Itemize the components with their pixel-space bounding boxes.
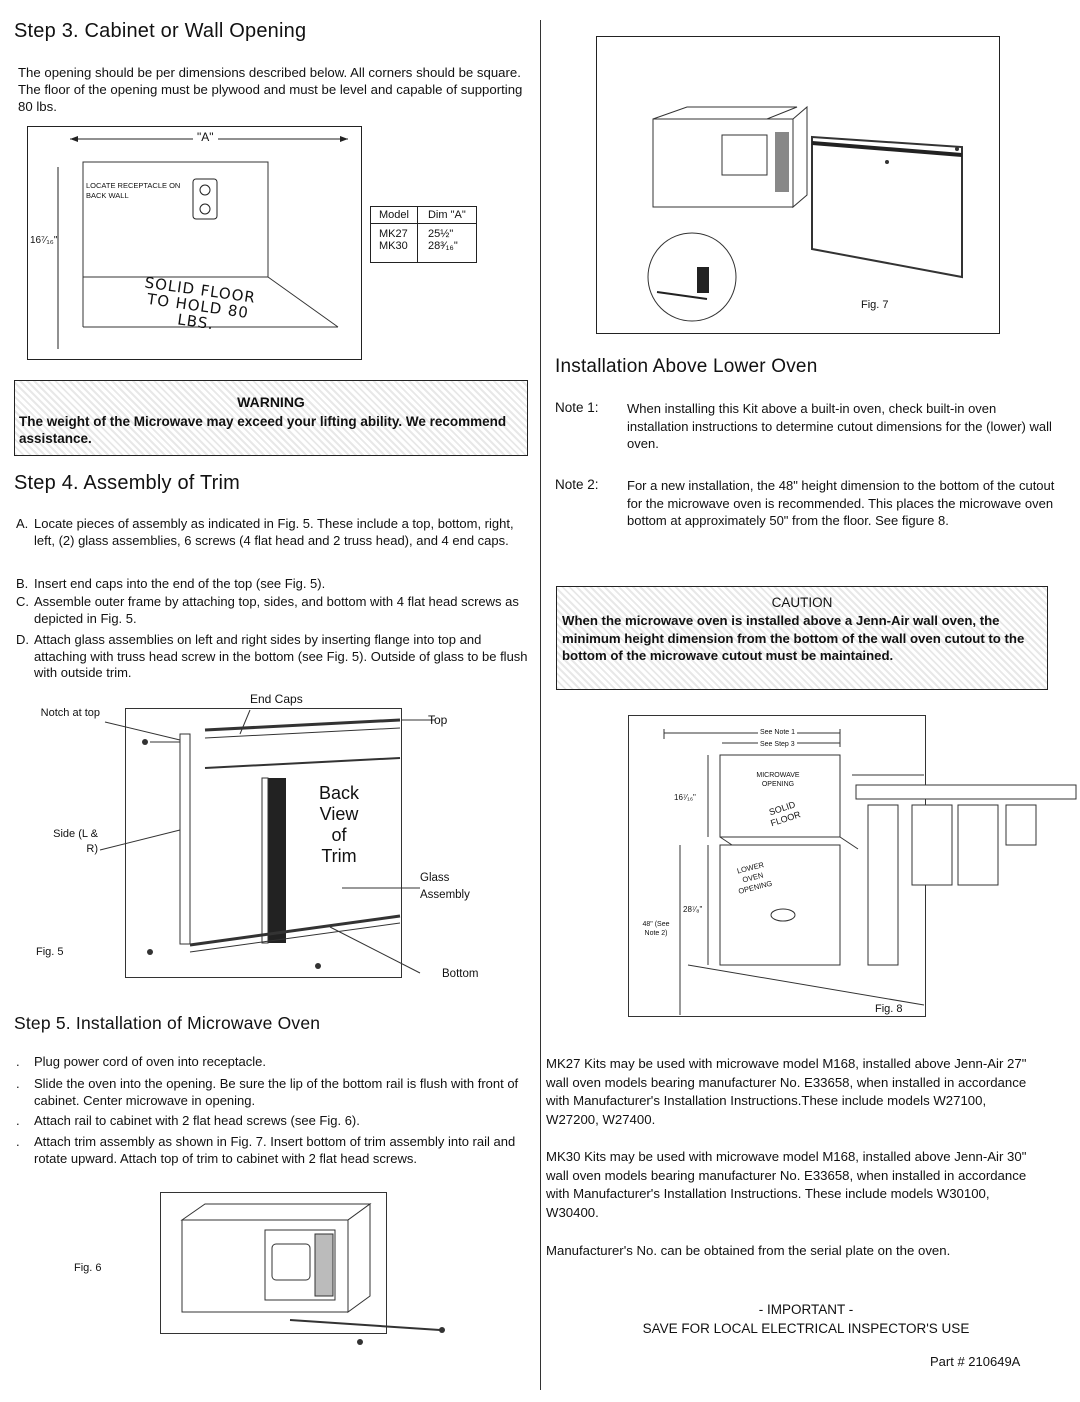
list-marker: . bbox=[16, 1113, 20, 1128]
list-text: Slide the oven into the opening. Be sure… bbox=[34, 1076, 519, 1108]
note1-label: Note 1: bbox=[555, 400, 599, 415]
top-label: Top bbox=[428, 713, 448, 727]
fig8-height1-label: 16⁷⁄₁₆" bbox=[674, 793, 696, 802]
dim-a-label: "A" bbox=[193, 130, 218, 144]
cabinet-opening-figure: "A" LOCATE RECEPTACLE ON BACK WALL 16⁷⁄₁… bbox=[27, 126, 362, 360]
caution-box: CAUTION When the microwave oven is insta… bbox=[556, 586, 1048, 690]
list-item: . Slide the oven into the opening. Be su… bbox=[16, 1076, 528, 1110]
step4-title: Step 4. Assembly of Trim bbox=[14, 472, 240, 494]
step3-text: The opening should be per dimensions des… bbox=[18, 65, 523, 114]
fig8-height3-label: 48" (See Note 2) bbox=[642, 921, 670, 937]
fig8-height2-label: 28⁷⁄₈" bbox=[683, 905, 703, 914]
list-item: A. Locate pieces of assembly as indicate… bbox=[16, 516, 528, 571]
fig5-label: Fig. 5 bbox=[36, 946, 64, 958]
trim-install-drawing bbox=[647, 105, 963, 322]
end-caps-label: End Caps bbox=[250, 692, 303, 706]
install-above-title: Installation Above Lower Oven bbox=[555, 356, 818, 377]
list-marker: C. bbox=[16, 594, 29, 609]
step5-title: Step 5. Installation of Microwave Oven bbox=[14, 1013, 321, 1033]
fig5-frame bbox=[125, 708, 402, 978]
fig8-installation-drawing: See Note 1 See Step 3 MICROWAVE OPENING … bbox=[628, 715, 1080, 1025]
table-cell: MK30 bbox=[370, 240, 418, 263]
warning-box: WARNING The weight of the Microwave may … bbox=[14, 380, 528, 456]
fig7-trim-install-drawing: Fig. 7 bbox=[596, 36, 1000, 334]
list-text: Insert end caps into the end of the top … bbox=[34, 576, 326, 591]
cabinet-elevation-drawing bbox=[663, 729, 1077, 1015]
table-row: MK30 28³⁄₁₆" bbox=[370, 240, 477, 263]
fig8-label: Fig. 8 bbox=[875, 1003, 903, 1015]
table-cell: 25½" bbox=[427, 228, 454, 240]
list-text: Attach trim assembly as shown in Fig. 7.… bbox=[34, 1134, 516, 1166]
step3-title: Step 3. Cabinet or Wall Opening bbox=[14, 20, 307, 42]
part-number: Part # 210649A bbox=[930, 1354, 1021, 1369]
microwave-oven-drawing bbox=[180, 1203, 445, 1345]
note2-text: For a new installation, the 48" height d… bbox=[627, 478, 1055, 528]
important-text: SAVE FOR LOCAL ELECTRICAL INSPECTOR'S US… bbox=[642, 1321, 970, 1336]
mk27-text: MK27 Kits may be used with microwave mod… bbox=[546, 1056, 1027, 1127]
list-marker: . bbox=[16, 1054, 20, 1069]
see-step3-label: See Step 3 bbox=[758, 741, 797, 748]
list-marker: A. bbox=[16, 516, 29, 531]
cabinet-opening-drawing bbox=[57, 136, 348, 349]
list-text: Locate pieces of assembly as indicated i… bbox=[34, 516, 514, 548]
list-item: . Attach trim assembly as shown in Fig. … bbox=[16, 1134, 528, 1184]
list-item: . Plug power cord of oven into receptacl… bbox=[16, 1054, 528, 1071]
list-text: Attach glass assemblies on left and righ… bbox=[34, 632, 528, 680]
side-label: Side (L & R) bbox=[53, 828, 98, 855]
fig6-frame bbox=[160, 1192, 387, 1334]
list-text: Assemble outer frame by attaching top, s… bbox=[34, 594, 519, 626]
table-header: Model bbox=[370, 206, 418, 224]
list-marker: B. bbox=[16, 576, 29, 591]
list-marker: . bbox=[16, 1134, 20, 1149]
note1-text: When installing this Kit above a built-i… bbox=[627, 401, 1052, 451]
list-item: . Attach rail to cabinet with 2 flat hea… bbox=[16, 1113, 528, 1130]
list-item: C. Assemble outer frame by attaching top… bbox=[16, 594, 528, 628]
note2-label: Note 2: bbox=[555, 477, 599, 492]
microwave-opening-label: MICROWAVE OPENING bbox=[756, 772, 800, 788]
see-note1-label: See Note 1 bbox=[758, 729, 798, 736]
list-marker: D. bbox=[16, 632, 29, 647]
list-marker: . bbox=[16, 1076, 20, 1091]
fig6-label: Fig. 6 bbox=[74, 1262, 102, 1274]
table-row: MK27 25½" bbox=[370, 223, 477, 240]
manufacturer-text: Manufacturer's No. can be obtained from … bbox=[546, 1243, 951, 1258]
height-label: 16⁷⁄₁₆" bbox=[30, 235, 58, 246]
table-cell: MK27 bbox=[370, 223, 418, 240]
list-text: Plug power cord of oven into receptacle. bbox=[34, 1054, 266, 1069]
notch-label: Notch at top bbox=[40, 707, 100, 719]
table-cell: 28³⁄₁₆" bbox=[427, 240, 458, 252]
fig7-label: Fig. 7 bbox=[861, 299, 889, 311]
list-item: D. Attach glass assemblies on left and r… bbox=[16, 632, 528, 687]
bottom-label: Bottom bbox=[442, 968, 479, 980]
table-header: Dim "A" bbox=[417, 206, 477, 224]
column-divider bbox=[540, 20, 541, 1390]
warning-title: WARNING bbox=[237, 394, 305, 410]
glass-assembly-label: Glass Assembly bbox=[420, 872, 470, 901]
receptacle-label: LOCATE RECEPTACLE ON BACK WALL bbox=[86, 181, 181, 200]
fig5-trim-drawing: End Caps Notch at top Top Side (L & R) B… bbox=[30, 690, 530, 990]
trim-parts-drawing bbox=[99, 709, 435, 974]
list-text: Attach rail to cabinet with 2 flat head … bbox=[34, 1113, 360, 1128]
caution-text: When the microwave oven is installed abo… bbox=[562, 613, 1025, 663]
caution-title: CAUTION bbox=[771, 595, 833, 610]
warning-text: The weight of the Microwave may exceed y… bbox=[19, 414, 507, 446]
fig6-microwave-drawing: Fig. 6 bbox=[74, 1192, 460, 1352]
important-title: - IMPORTANT - bbox=[758, 1302, 854, 1317]
back-view-label: Back View of Trim bbox=[318, 783, 360, 866]
list-item: B. Insert end caps into the end of the t… bbox=[16, 576, 528, 593]
mk30-text: MK30 Kits may be used with microwave mod… bbox=[546, 1149, 1027, 1220]
